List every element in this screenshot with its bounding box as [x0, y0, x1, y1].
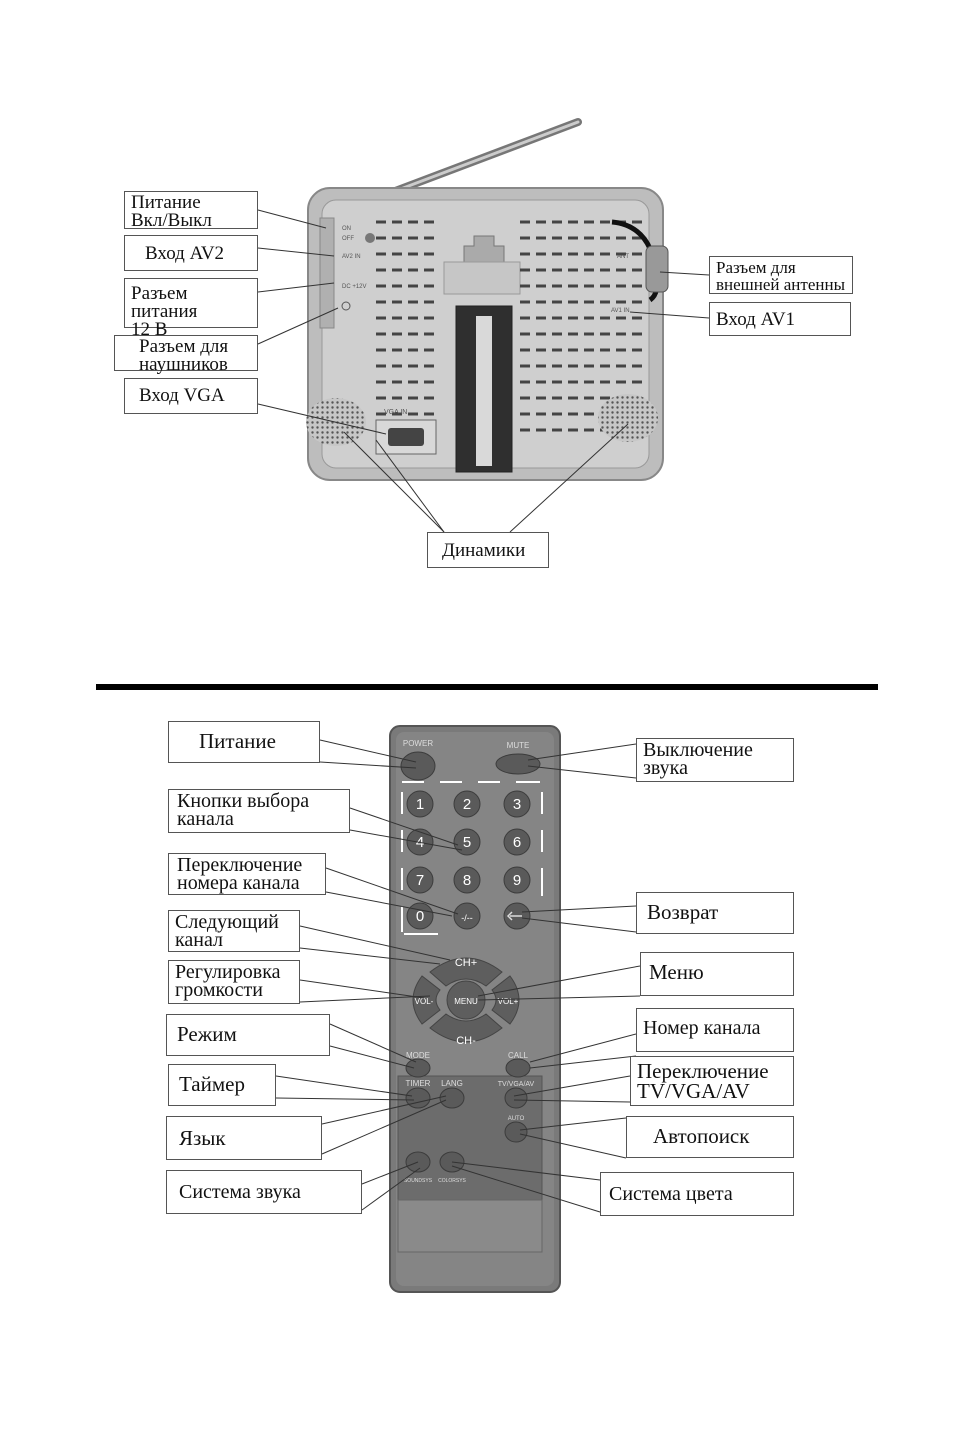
callout-speakers: Динамики	[427, 532, 549, 568]
speaker-right	[598, 394, 658, 442]
label-vga: VGA IN	[384, 409, 407, 416]
vol-down-button[interactable]	[412, 975, 441, 1025]
section-divider	[96, 684, 878, 690]
digit-5-label: 5	[463, 834, 471, 851]
digit-3-label: 3	[513, 796, 521, 813]
headphone-icon	[341, 301, 351, 311]
timer-button[interactable]	[405, 1087, 431, 1109]
callout-menu: Меню	[640, 952, 794, 996]
callout-power-switch: Питание Вкл/Выкл	[124, 191, 258, 230]
ch-down-button[interactable]	[429, 1013, 503, 1043]
dash-label: -/--	[461, 913, 473, 923]
digit-9-label: 9	[513, 872, 521, 889]
dpad	[412, 957, 520, 1043]
digit-0-label: 0	[416, 908, 424, 925]
callout-autosearch: Автопоиск	[626, 1116, 794, 1158]
callout-volume: Регулировка громкости	[168, 960, 300, 1004]
digit-1-button[interactable]	[406, 790, 434, 818]
lang-label: LANG	[441, 1079, 463, 1088]
digit-0-button[interactable]	[406, 902, 434, 930]
callout-headphones: Разъем для наушников	[114, 335, 258, 374]
digit-8-button[interactable]	[453, 866, 481, 894]
digit-6-button[interactable]	[503, 828, 531, 856]
ch-up-label: CH+	[455, 957, 477, 969]
callout-av1-input: Вход AV1	[709, 302, 851, 336]
digit-8-label: 8	[463, 872, 471, 889]
power-button[interactable]	[400, 751, 436, 781]
digit-2-button[interactable]	[453, 790, 481, 818]
callout-av2-input: Вход AV2	[124, 235, 258, 271]
callout-tv-switch: Переключение TV/VGA/AV	[630, 1056, 794, 1106]
antenna-connector	[645, 245, 669, 293]
callout-dc-power: Разъем питания 12 В	[124, 278, 258, 339]
digit-9-button[interactable]	[503, 866, 531, 894]
callout-remote-power: Питание	[168, 721, 320, 763]
ch-down-label: CH-	[456, 1035, 476, 1047]
vol-down-label: VOL-	[415, 997, 434, 1006]
digit-7-label: 7	[416, 872, 424, 889]
callout-digit-switch: Переключение номера канала	[168, 853, 326, 895]
return-icon	[506, 911, 522, 921]
digit-7-button[interactable]	[406, 866, 434, 894]
label-av2: AV2 IN	[342, 254, 361, 260]
tv-vga-av-label: TV/VGA/AV	[498, 1081, 535, 1088]
dash-button[interactable]	[453, 902, 481, 930]
callout-sound-system: Система звука	[166, 1170, 362, 1214]
label-dc: DC +12V	[342, 284, 367, 290]
callout-return: Возврат	[636, 892, 794, 934]
callout-language: Язык	[166, 1116, 322, 1160]
auto-label: AUTO	[508, 1116, 525, 1122]
callout-channel-number: Номер канала	[636, 1008, 794, 1052]
lang-button[interactable]	[439, 1087, 465, 1109]
label-ant: ANT	[617, 254, 629, 260]
colorsys-label: COLORSYS	[438, 1178, 466, 1184]
digit-frame	[401, 781, 543, 935]
label-on: ON	[342, 226, 351, 232]
callout-channel-select: Кнопки выбора канала	[168, 789, 350, 833]
digit-1-label: 1	[416, 796, 424, 813]
ch-up-button[interactable]	[429, 957, 503, 987]
callout-timer: Таймер	[168, 1064, 276, 1106]
callout-vga-input: Вход VGA	[124, 378, 258, 414]
mode-button[interactable]	[405, 1058, 431, 1078]
soundsys-label: SOUNDSYS	[404, 1178, 433, 1184]
mode-label: MODE	[406, 1051, 430, 1060]
callout-mode: Режим	[166, 1014, 330, 1056]
vol-up-label: VOL+	[498, 997, 519, 1006]
callout-antenna: Разъем для внешней антенны	[709, 256, 853, 294]
vent-grille	[376, 220, 642, 432]
digit-2-label: 2	[463, 796, 471, 813]
mute-label: MUTE	[507, 741, 530, 750]
digit-5-button[interactable]	[453, 828, 481, 856]
timer-label: TIMER	[406, 1079, 431, 1088]
tv-back-illustration: ON OFF AV2 IN DC +12V ANT AV1 IN VGA IN	[100, 115, 876, 582]
menu-label: MENU	[454, 997, 478, 1006]
digit-3-button[interactable]	[503, 790, 531, 818]
tv-vga-av-button[interactable]	[504, 1087, 528, 1109]
call-label: CALL	[508, 1051, 529, 1060]
vol-up-button[interactable]	[491, 975, 520, 1025]
callout-color-system: Система цвета	[600, 1172, 794, 1216]
callout-mute: Выключение звука	[636, 738, 794, 782]
label-off: OFF	[342, 236, 354, 242]
power-label: POWER	[403, 739, 433, 748]
mute-button[interactable]	[495, 753, 541, 775]
callout-next-channel: Следующий канал	[168, 910, 300, 952]
auto-button[interactable]	[504, 1121, 528, 1143]
digit-6-label: 6	[513, 834, 521, 851]
label-av1: AV1 IN	[611, 308, 630, 314]
